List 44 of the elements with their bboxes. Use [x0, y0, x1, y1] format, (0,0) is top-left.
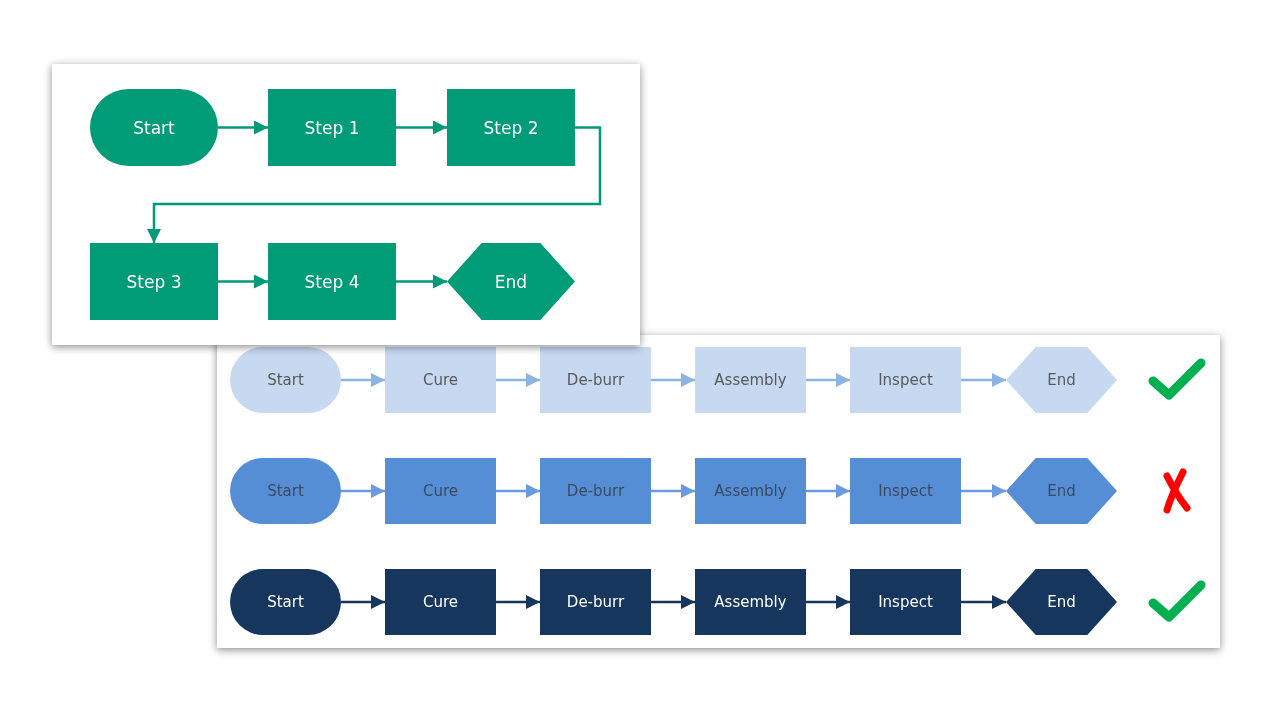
terminal-shape: Start: [230, 347, 341, 413]
arrow: [651, 484, 695, 498]
process-box: Assembly: [695, 347, 806, 413]
arrow: [496, 484, 540, 498]
arrow: [218, 274, 268, 289]
arrow: [341, 373, 385, 387]
arrow: [651, 595, 695, 609]
end-hexagon: End: [1006, 347, 1117, 413]
end-hexagon: End: [1006, 458, 1117, 524]
arrow: [651, 373, 695, 387]
process-box: De-burr: [540, 569, 651, 635]
arrow: [806, 484, 850, 498]
arrow: [961, 484, 1006, 498]
terminal-shape: Start: [230, 569, 341, 635]
arrow: [396, 120, 447, 135]
end-hexagon: End: [1006, 569, 1117, 635]
terminal-shape: Start: [230, 458, 341, 524]
arrow: [806, 595, 850, 609]
process-box: Cure: [385, 347, 496, 413]
arrow: [341, 484, 385, 498]
arrow: [496, 373, 540, 387]
arrow: [961, 595, 1006, 609]
process-box: Inspect: [850, 458, 961, 524]
arrow: [147, 126, 602, 243]
terminal-shape: Start: [90, 89, 218, 166]
end-hexagon: End: [447, 243, 575, 320]
process-box: Cure: [385, 458, 496, 524]
process-box: Inspect: [850, 347, 961, 413]
process-box: Assembly: [695, 458, 806, 524]
process-box: Step 4: [268, 243, 396, 320]
arrow: [961, 373, 1006, 387]
arrow: [806, 373, 850, 387]
process-box: De-burr: [540, 458, 651, 524]
process-box: Inspect: [850, 569, 961, 635]
arrow: [396, 274, 447, 289]
arrow: [496, 595, 540, 609]
arrow: [218, 120, 268, 135]
arrow: [341, 595, 385, 609]
process-box: Cure: [385, 569, 496, 635]
process-box: Step 3: [90, 243, 218, 320]
process-box: Step 1: [268, 89, 396, 166]
process-box: De-burr: [540, 347, 651, 413]
process-box: Step 2: [447, 89, 575, 166]
process-box: Assembly: [695, 569, 806, 635]
